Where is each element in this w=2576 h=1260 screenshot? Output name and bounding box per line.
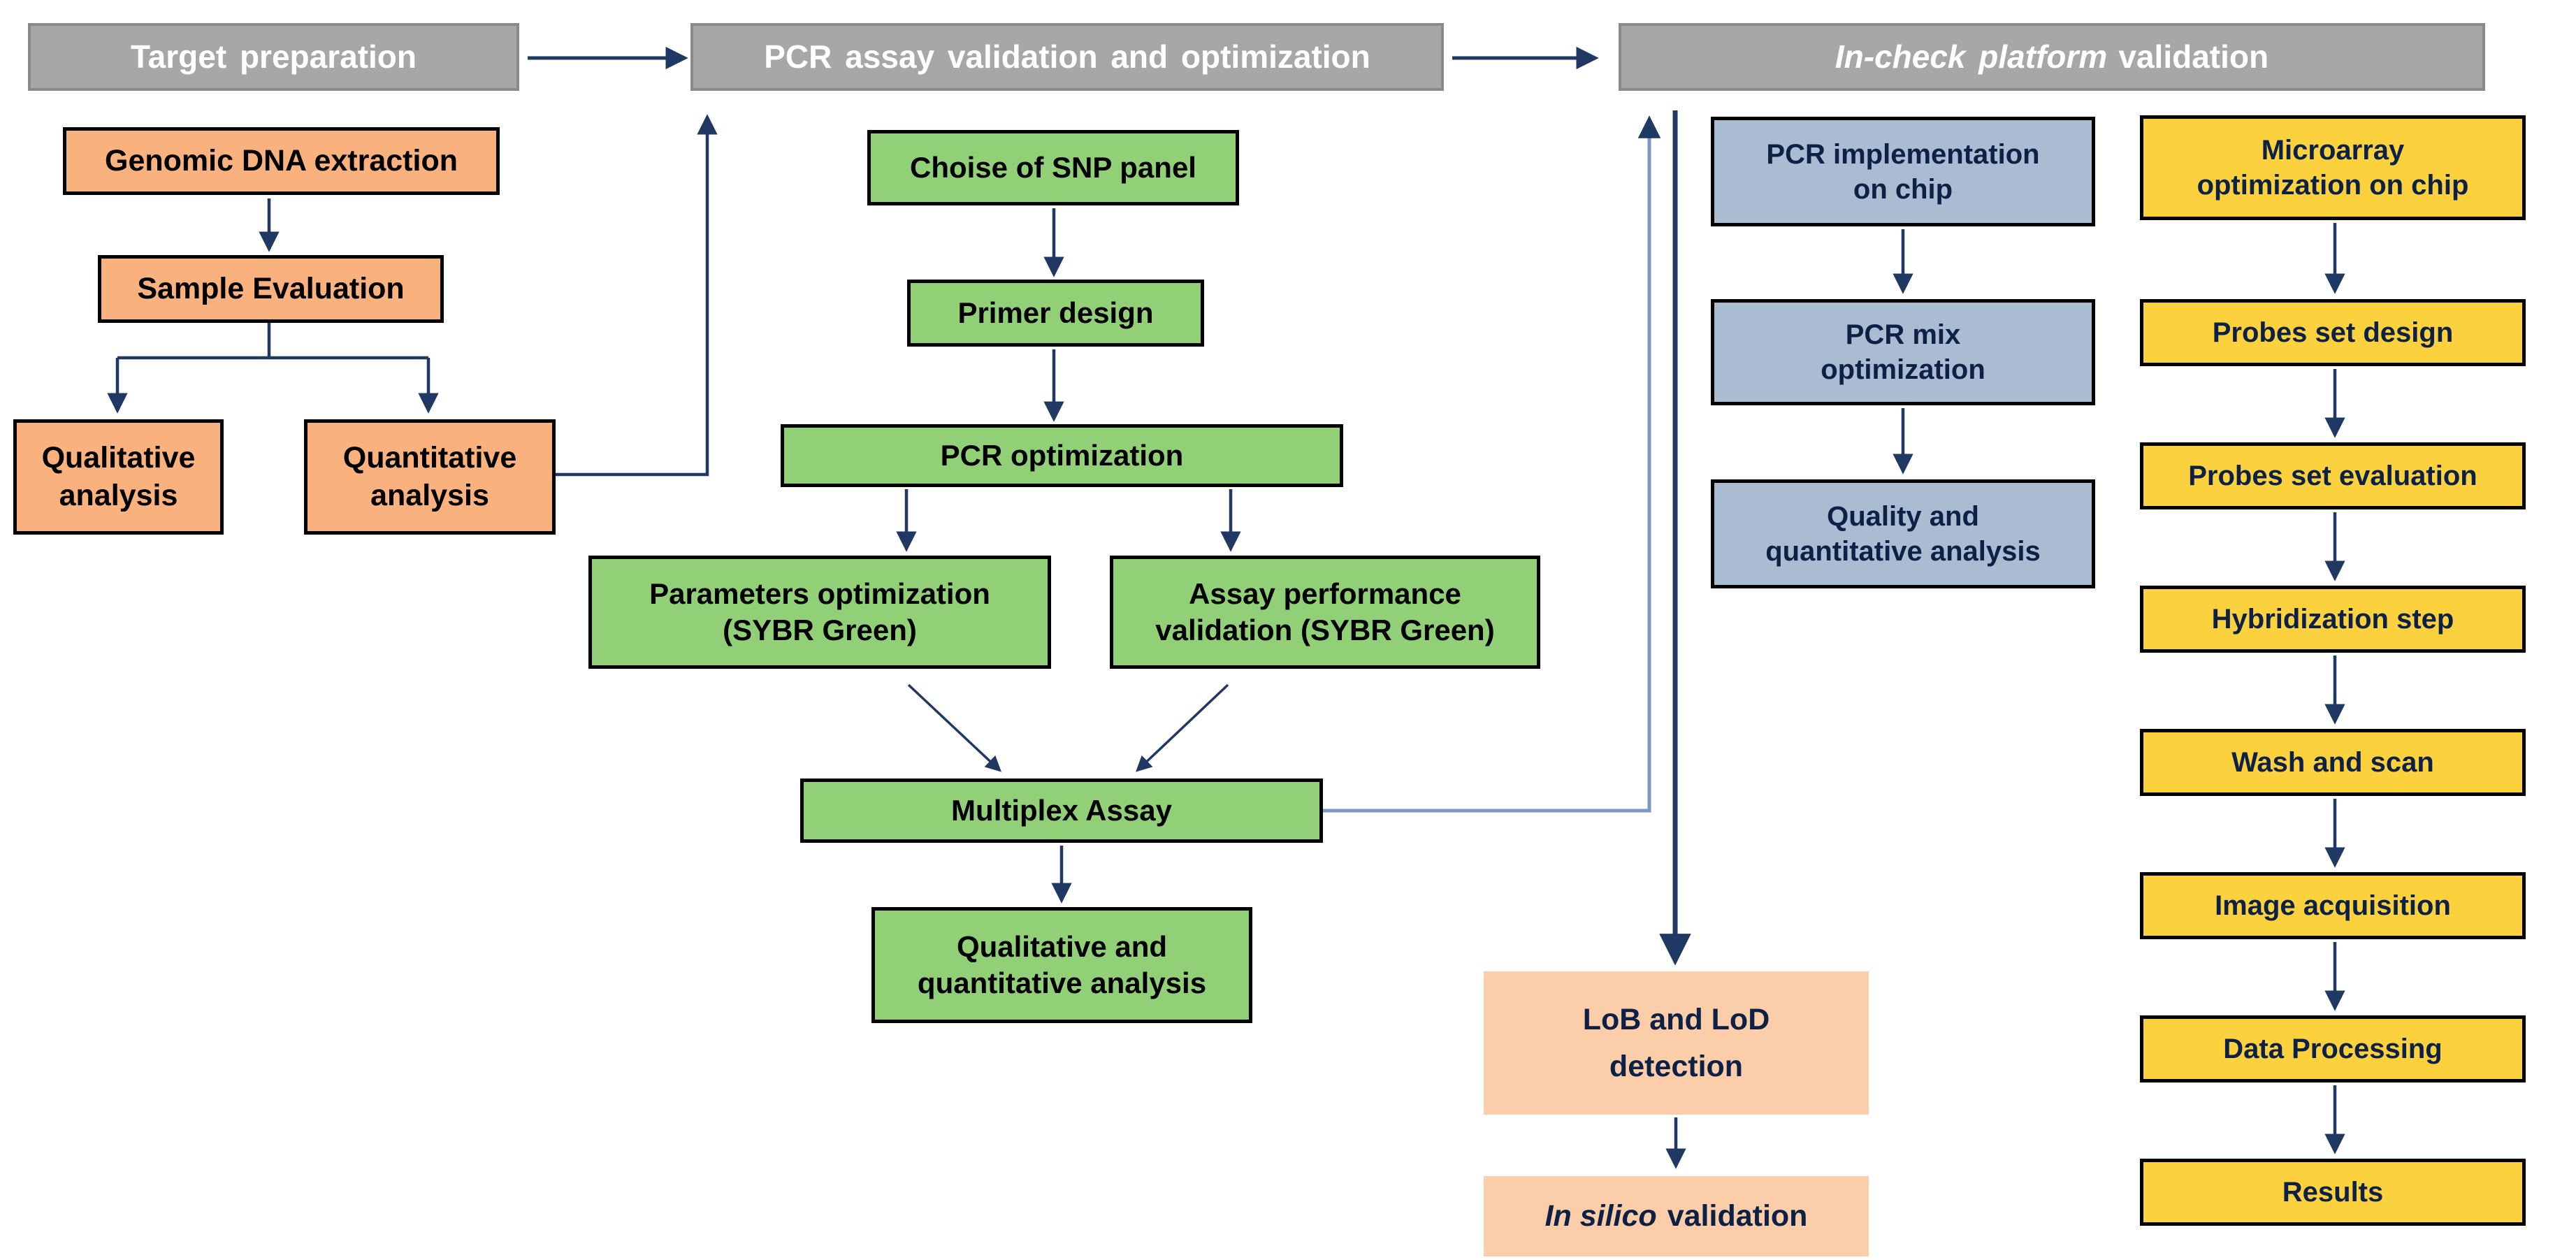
elbow-multiplex-to-incheck-header bbox=[1323, 115, 1661, 813]
box-in-silico-validation: In silico validation bbox=[1484, 1176, 1869, 1257]
incheck-validation-text: validation bbox=[2118, 38, 2269, 75]
box-genomic-dna-extraction: Genomic DNA extraction bbox=[63, 127, 500, 195]
header-target-preparation: Target preparation bbox=[28, 23, 519, 91]
header-incheck-platform-validation: In-check platform validation bbox=[1619, 23, 2485, 91]
box-parameters-optimization: Parameters optimization (SYBR Green) bbox=[588, 556, 1051, 669]
incheck-platform-italic-text: In-check platform bbox=[1835, 38, 2108, 75]
box-lob-lod-detection: LoB and LoD detection bbox=[1484, 971, 1869, 1115]
elbow-quantitative-to-pcr-header bbox=[556, 114, 718, 477]
box-sample-evaluation: Sample Evaluation bbox=[98, 255, 444, 323]
box-pcr-implementation-on-chip: PCR implementation on chip bbox=[1711, 117, 2095, 226]
box-results: Results bbox=[2140, 1159, 2526, 1226]
box-hybridization-step: Hybridization step bbox=[2140, 586, 2526, 653]
arrow-assayperf-to-multiplex bbox=[1136, 683, 1229, 772]
box-multiplex-assay: Multiplex Assay bbox=[800, 779, 1323, 843]
arrow-parameters-to-multiplex bbox=[907, 683, 1001, 772]
box-data-processing: Data Processing bbox=[2140, 1015, 2526, 1082]
box-probes-set-design: Probes set design bbox=[2140, 299, 2526, 366]
box-assay-performance-validation: Assay performance validation (SYBR Green… bbox=[1110, 556, 1540, 669]
box-microarray-optimization-on-chip: Microarray optimization on chip bbox=[2140, 115, 2526, 220]
in-silico-validation-text: validation bbox=[1667, 1199, 1808, 1233]
box-wash-and-scan: Wash and scan bbox=[2140, 729, 2526, 796]
box-primer-design: Primer design bbox=[907, 280, 1204, 347]
box-quality-quantitative-analysis: Quality and quantitative analysis bbox=[1711, 479, 2095, 588]
header-incheck-label: In-check platform validation bbox=[1835, 37, 2269, 78]
box-pcr-optimization: PCR optimization bbox=[781, 424, 1343, 487]
box-quantitative-analysis: Quantitative analysis bbox=[304, 419, 556, 535]
box-qualitative-analysis: Qualitative analysis bbox=[13, 419, 224, 535]
box-image-acquisition: Image acquisition bbox=[2140, 872, 2526, 939]
in-silico-label: In silico validation bbox=[1545, 1193, 1808, 1240]
header-pcr-assay-validation: PCR assay validation and optimization bbox=[690, 23, 1444, 91]
box-probes-set-evaluation: Probes set evaluation bbox=[2140, 442, 2526, 509]
box-pcr-mix-optimization: PCR mix optimization bbox=[1711, 299, 2095, 405]
box-choise-of-snp-panel: Choise of SNP panel bbox=[867, 130, 1239, 205]
box-qualitative-quantitative-analysis: Qualitative and quantitative analysis bbox=[871, 907, 1252, 1023]
in-silico-italic-text: In silico bbox=[1544, 1199, 1657, 1233]
